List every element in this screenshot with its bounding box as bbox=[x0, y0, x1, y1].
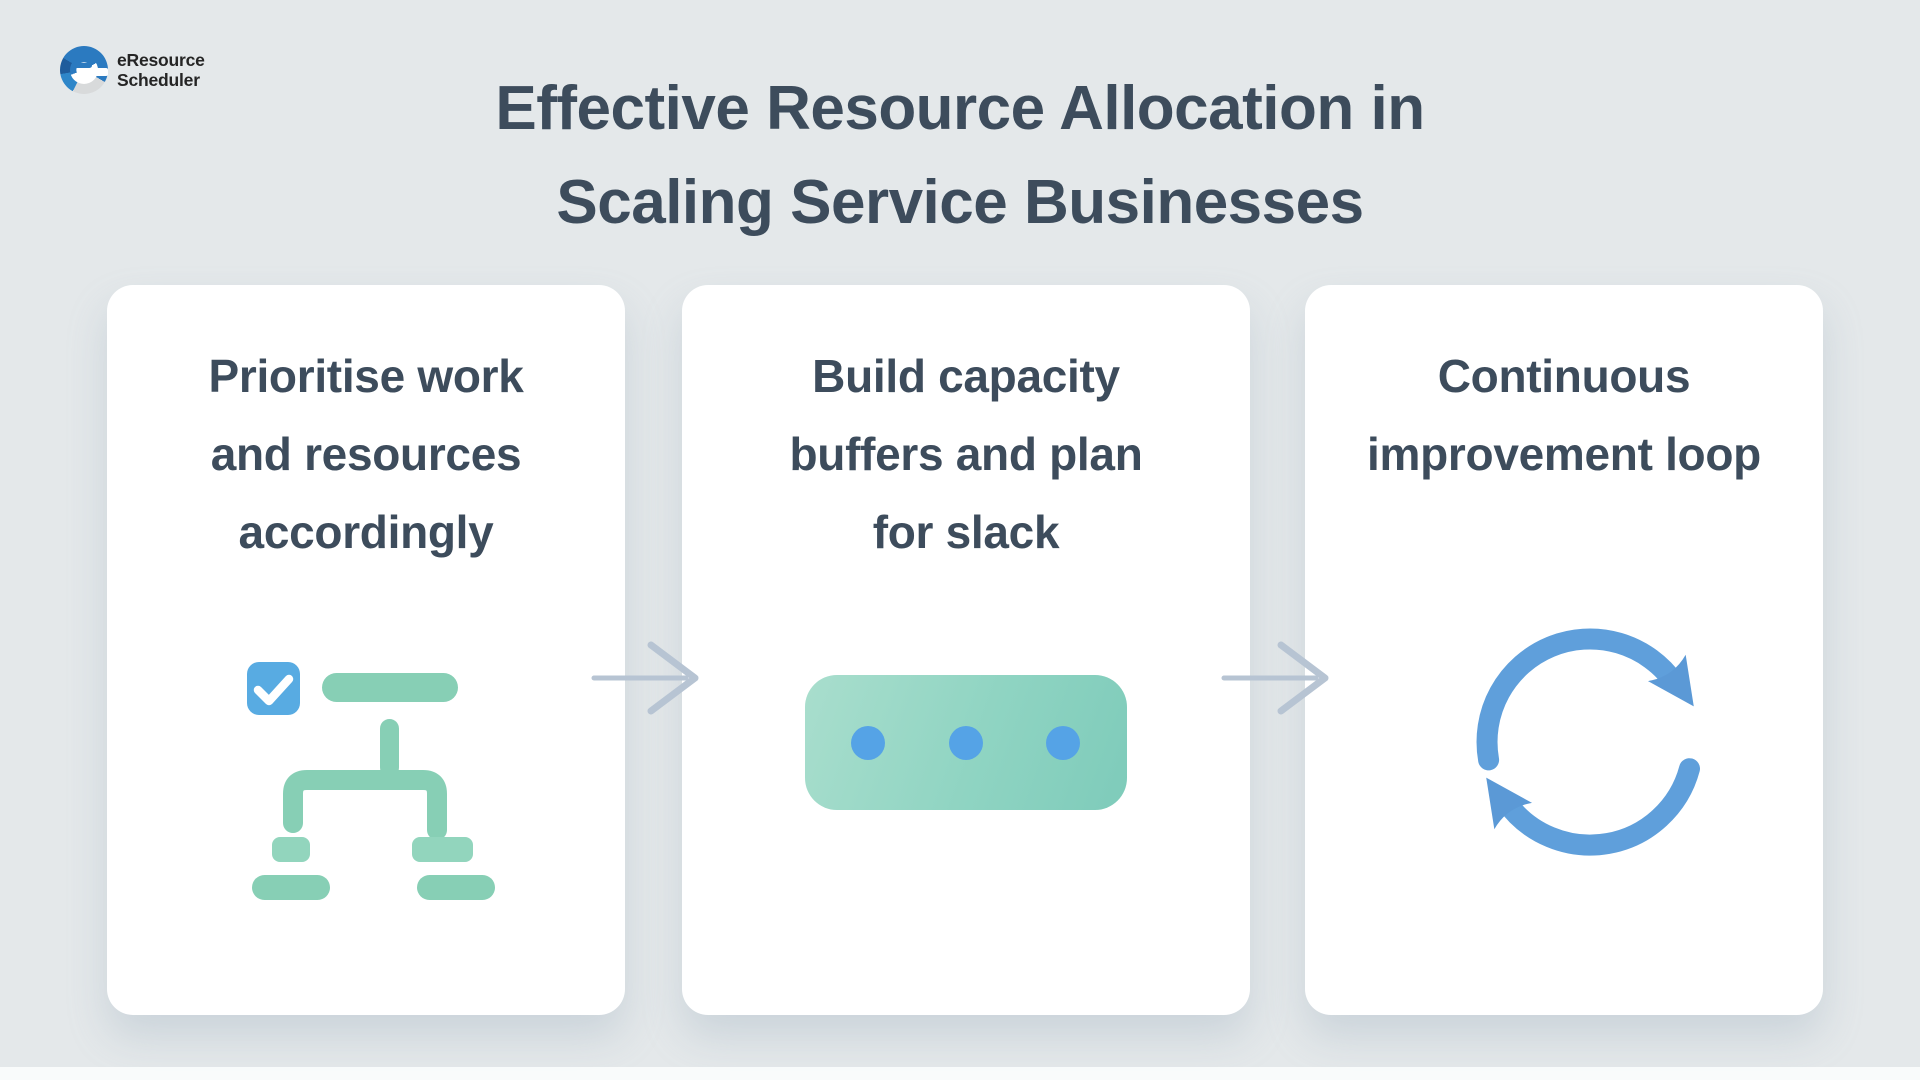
loop-arrowhead-bottom bbox=[1486, 777, 1533, 830]
hierarchy-bar-right bbox=[417, 875, 495, 900]
logo-notch bbox=[86, 67, 108, 76]
card-heading-line: Build capacity bbox=[812, 350, 1120, 402]
card-heading-line: buffers and plan bbox=[789, 428, 1143, 480]
hierarchy-node-left bbox=[272, 837, 310, 862]
loop-arc-bottom bbox=[1495, 758, 1700, 856]
buffer-dot-icon bbox=[1046, 726, 1080, 760]
hierarchy-bar-left bbox=[252, 875, 330, 900]
brand-name-line1: eResource bbox=[117, 50, 205, 70]
hierarchy-bracket bbox=[283, 770, 447, 840]
task-hierarchy-icon bbox=[247, 662, 495, 900]
capacity-buffer-icon bbox=[805, 675, 1127, 810]
card-heading-line: accordingly bbox=[238, 506, 494, 558]
card-heading: Continuous improvement loop bbox=[1305, 337, 1823, 493]
arrow-right-icon bbox=[1221, 641, 1329, 715]
page-title-line1: Effective Resource Allocation in bbox=[495, 74, 1425, 143]
brand-logo: eResource Scheduler bbox=[60, 46, 205, 94]
eresource-logo-icon bbox=[60, 46, 108, 94]
card-heading-line: and resources bbox=[210, 428, 522, 480]
loop-arc-top bbox=[1476, 628, 1685, 771]
card-heading-line: improvement loop bbox=[1367, 428, 1761, 480]
logo-crossbar bbox=[73, 62, 92, 68]
buffer-dot-icon bbox=[851, 726, 885, 760]
card-improvement-loop: Continuous improvement loop bbox=[1305, 285, 1823, 1015]
card-heading-line: Prioritise work bbox=[208, 350, 524, 402]
brand-name-line2: Scheduler bbox=[117, 70, 200, 90]
buffer-dot-icon bbox=[949, 726, 983, 760]
brand-name: eResource Scheduler bbox=[117, 46, 205, 94]
card-heading: Build capacity buffers and plan for slac… bbox=[682, 337, 1250, 571]
page-title: Effective Resource Allocation in Scaling… bbox=[0, 62, 1920, 250]
loop-arrowhead-top bbox=[1647, 654, 1694, 707]
card-heading-line: Continuous bbox=[1437, 350, 1691, 402]
continuous-loop-icon bbox=[1476, 628, 1700, 856]
page-title-line2: Scaling Service Businesses bbox=[556, 168, 1364, 237]
hierarchy-top-bar bbox=[322, 673, 458, 702]
checkbox-icon bbox=[247, 662, 300, 715]
card-heading: Prioritise work and resources accordingl… bbox=[107, 337, 625, 571]
card-capacity-buffers: Build capacity buffers and plan for slac… bbox=[682, 285, 1250, 1015]
hierarchy-node-right bbox=[412, 837, 473, 862]
bottom-edge-strip bbox=[0, 1067, 1920, 1080]
checkmark-icon bbox=[253, 674, 294, 706]
arrow-right-icon bbox=[591, 641, 699, 715]
hierarchy-stem bbox=[380, 719, 399, 777]
card-prioritise-work: Prioritise work and resources accordingl… bbox=[107, 285, 625, 1015]
card-heading-line: for slack bbox=[872, 506, 1060, 558]
